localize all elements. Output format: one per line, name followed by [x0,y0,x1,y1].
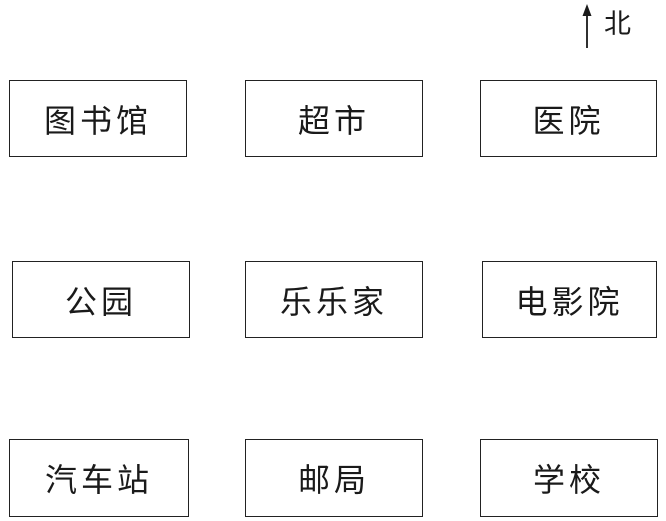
place-cinema: 电影院 [482,261,657,338]
place-lele-home: 乐乐家 [245,261,423,338]
place-bus-station: 汽车站 [9,439,189,517]
place-park: 公园 [12,261,190,338]
place-school: 学校 [480,439,658,517]
north-label: 北 [604,9,631,40]
place-library: 图书馆 [9,80,187,157]
place-post-office: 邮局 [245,439,423,517]
place-hospital: 医院 [480,80,657,157]
north-arrow-icon [582,4,592,48]
north-indicator: 北 [572,2,652,50]
place-supermarket: 超市 [245,80,423,157]
